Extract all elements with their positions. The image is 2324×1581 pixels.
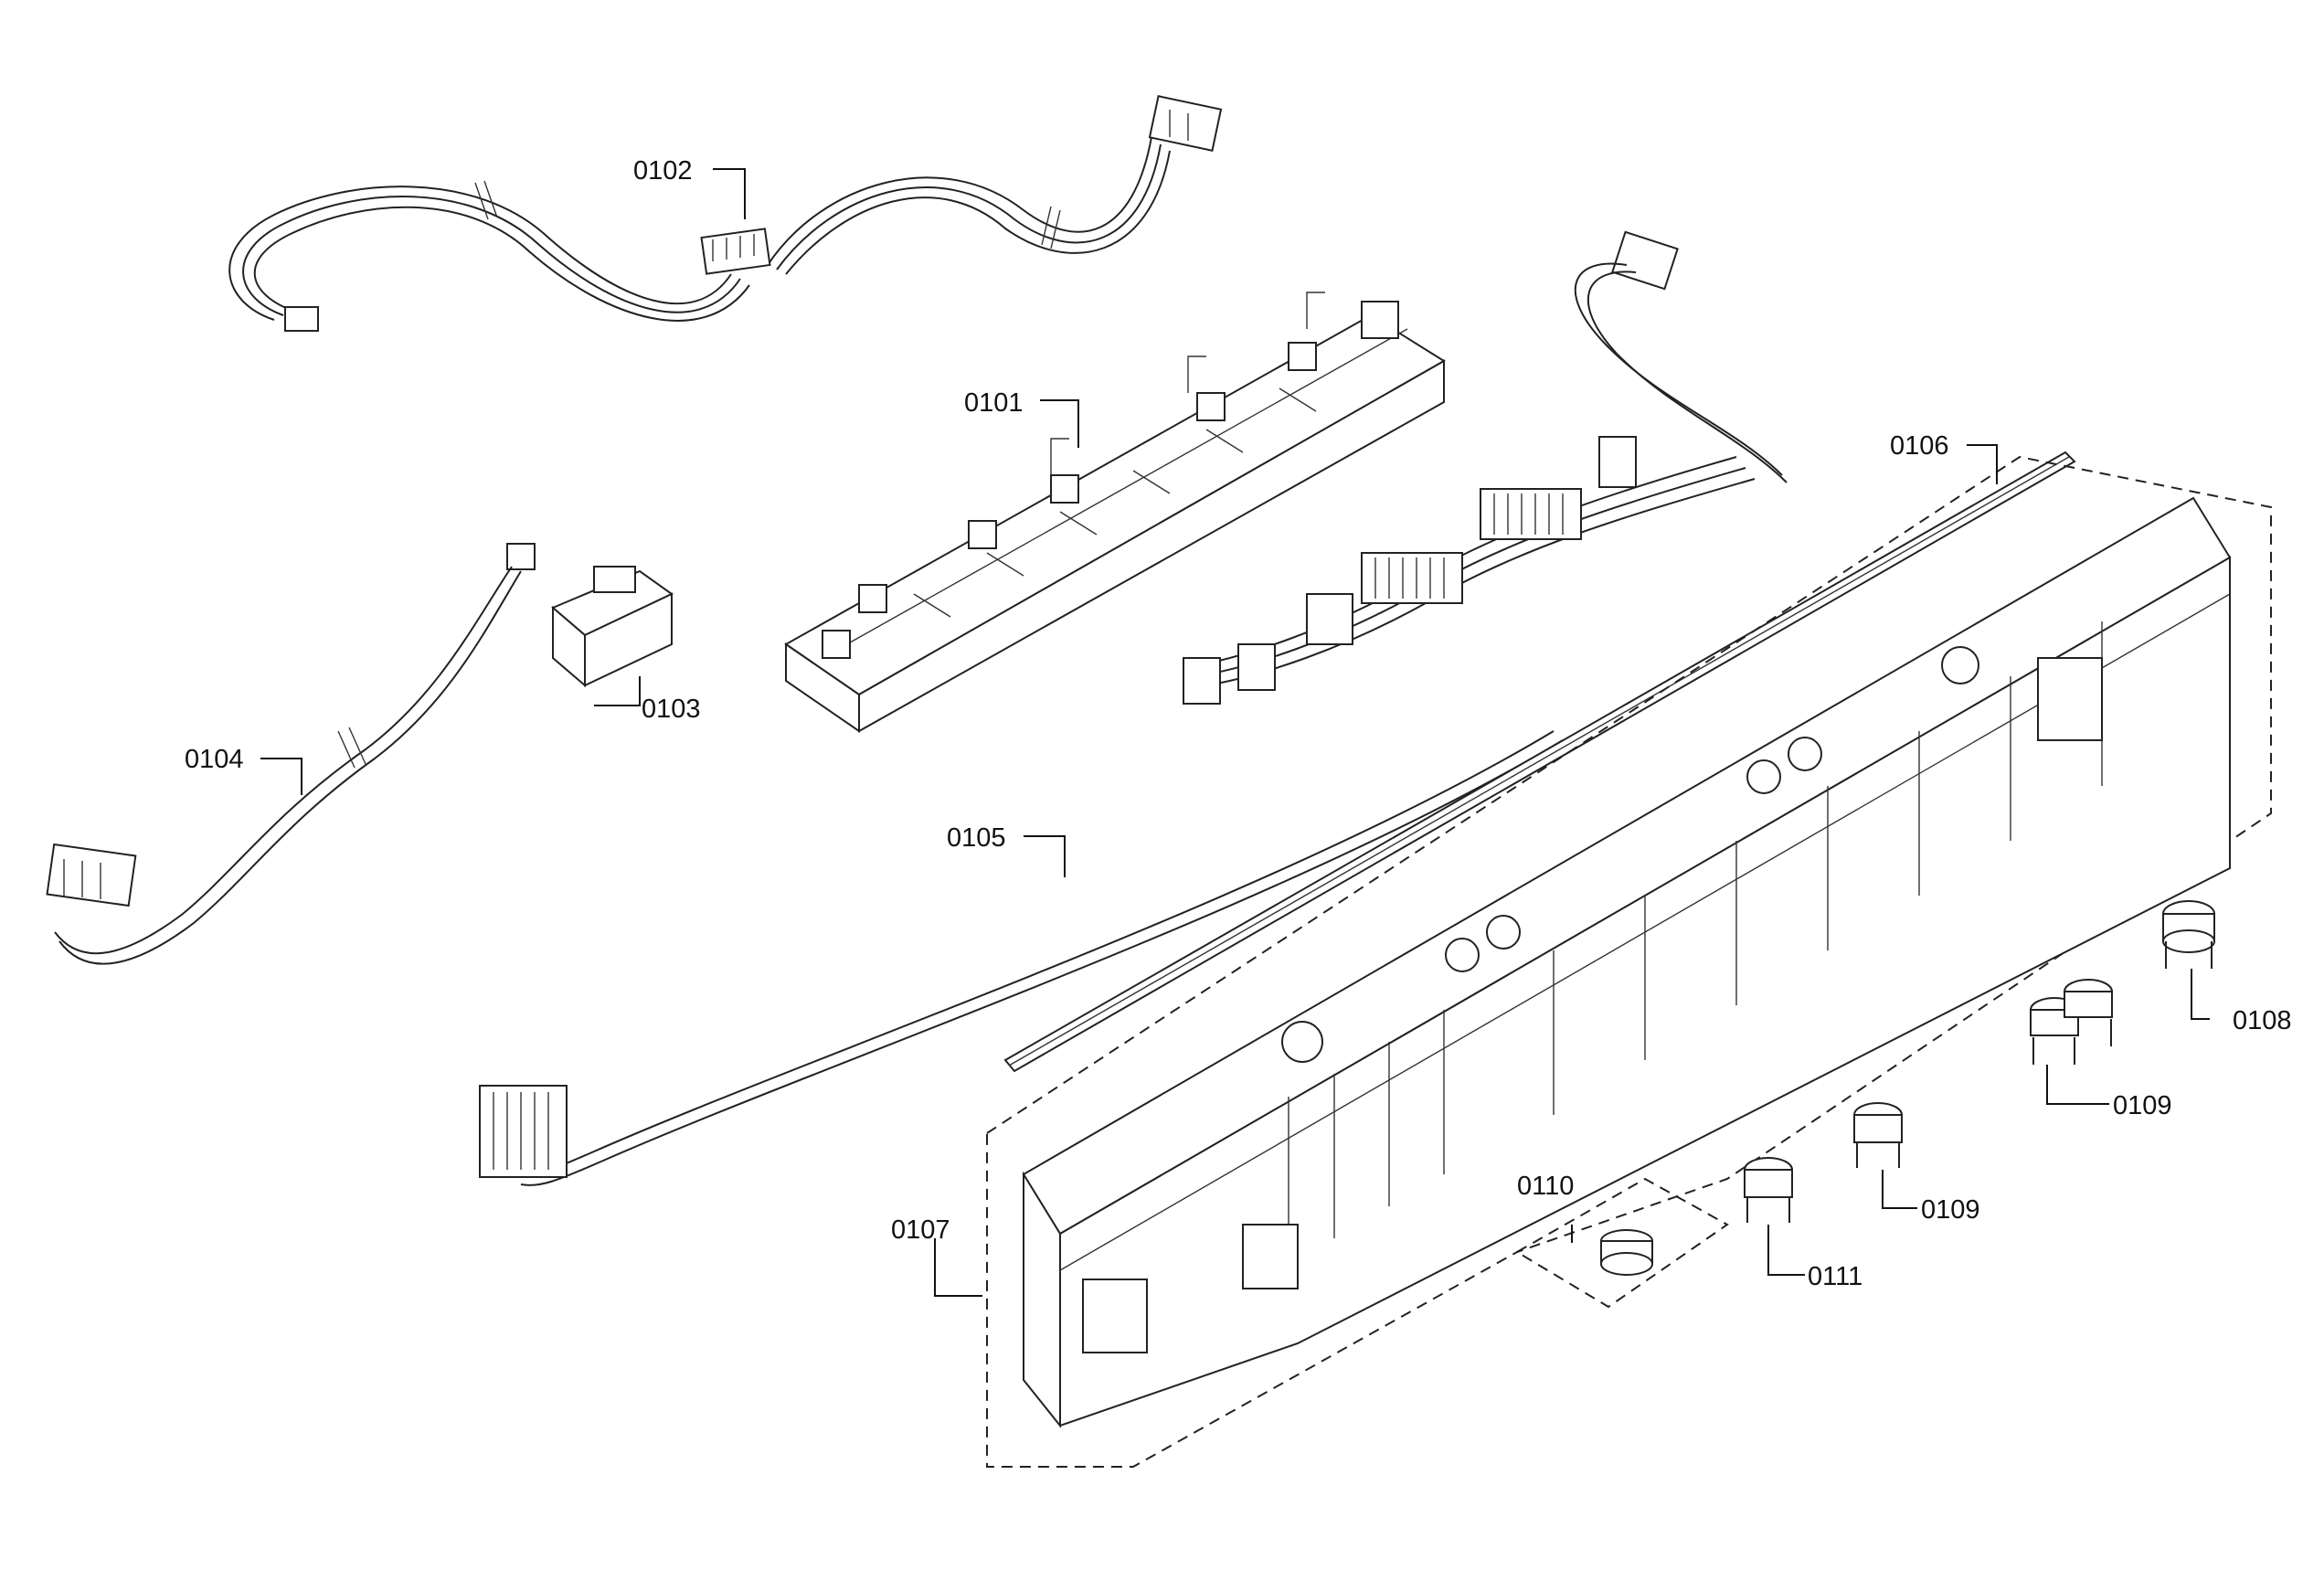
label-0102: 0102 <box>633 156 693 186</box>
wire-harness-0105 <box>479 230 1788 1186</box>
label-0111: 0111 <box>1808 1262 1862 1291</box>
wire-harness-0102 <box>228 95 1223 332</box>
button-0109-single <box>1853 1102 1903 1168</box>
label-0104: 0104 <box>185 745 244 774</box>
control-module-0101 <box>784 292 1446 733</box>
leader-lines <box>260 168 2210 1297</box>
label-0105: 0105 <box>947 823 1006 853</box>
label-0110: 0110 <box>1517 1172 1574 1201</box>
label-0103: 0103 <box>642 695 701 724</box>
label-0109-lower: 0109 <box>1921 1195 1980 1225</box>
label-0108: 0108 <box>2233 1006 2292 1035</box>
button-0110 <box>1515 1177 1729 1309</box>
label-0101: 0101 <box>964 388 1024 418</box>
part-labels: 0102 0101 0103 0104 0105 0106 0107 0108 … <box>185 156 2292 1291</box>
button-0108 <box>2162 900 2215 969</box>
control-panel-0107 <box>986 455 2272 1468</box>
button-0109-double <box>2030 979 2113 1065</box>
label-0109-upper: 0109 <box>2113 1091 2172 1120</box>
label-0107: 0107 <box>891 1215 950 1245</box>
button-0111 <box>1744 1157 1793 1223</box>
switch-0103 <box>506 543 674 688</box>
wire-harness-0104 <box>46 566 522 965</box>
label-0106: 0106 <box>1890 431 1949 461</box>
trim-strip-0106 <box>1003 451 2076 1073</box>
